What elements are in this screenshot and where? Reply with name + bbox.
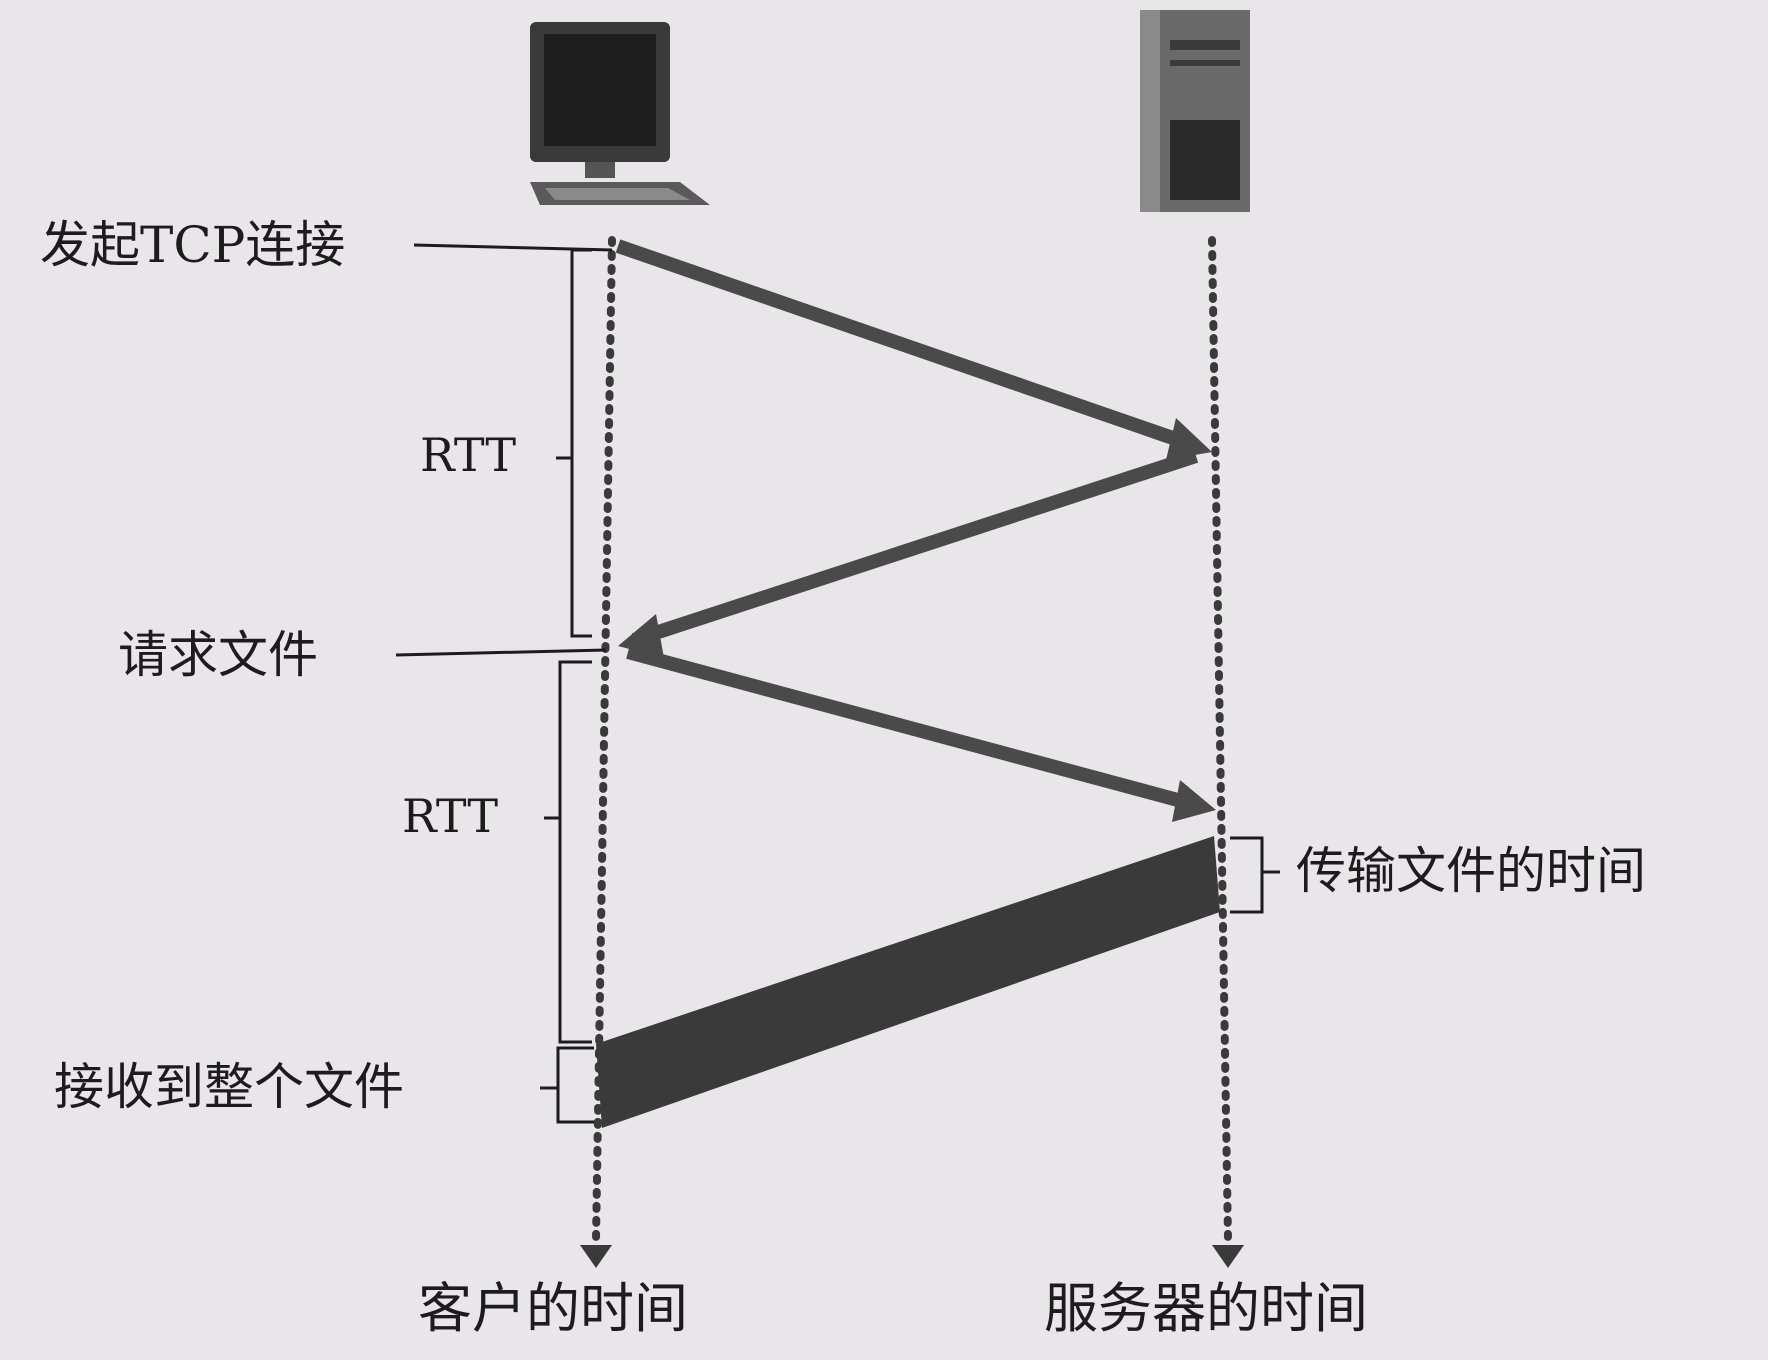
initiate-leader <box>413 243 613 252</box>
client-timeline <box>592 236 616 1244</box>
request-file-label: 请求文件 <box>118 626 318 684</box>
initiate-connection-label: 发起TCP连接 <box>40 216 346 274</box>
syn-arrow <box>615 239 1212 460</box>
server-icon <box>1140 10 1250 212</box>
client-timeline-arrowhead <box>580 1245 612 1268</box>
request-leader <box>395 648 607 657</box>
server-timeline <box>1208 236 1232 1244</box>
receive-file-label: 接收到整个文件 <box>54 1058 404 1116</box>
rtt2-bracket <box>544 660 592 1044</box>
transmit-time-label: 传输文件的时间 <box>1296 842 1646 900</box>
server-timeline-label: 服务器的时间 <box>1044 1277 1368 1340</box>
synack-arrow <box>618 449 1199 658</box>
rtt-label-2: RTT <box>402 789 499 843</box>
rtt-label-1: RTT <box>420 428 517 482</box>
transmit-bracket <box>1230 836 1280 914</box>
rtt1-bracket <box>556 248 592 638</box>
file-transfer-band <box>596 836 1220 1128</box>
client-timeline-label: 客户的时间 <box>418 1277 688 1340</box>
request-arrow <box>626 645 1216 822</box>
receive-bracket <box>540 1046 594 1124</box>
server-timeline-arrowhead <box>1212 1245 1244 1268</box>
computer-icon <box>530 22 710 205</box>
